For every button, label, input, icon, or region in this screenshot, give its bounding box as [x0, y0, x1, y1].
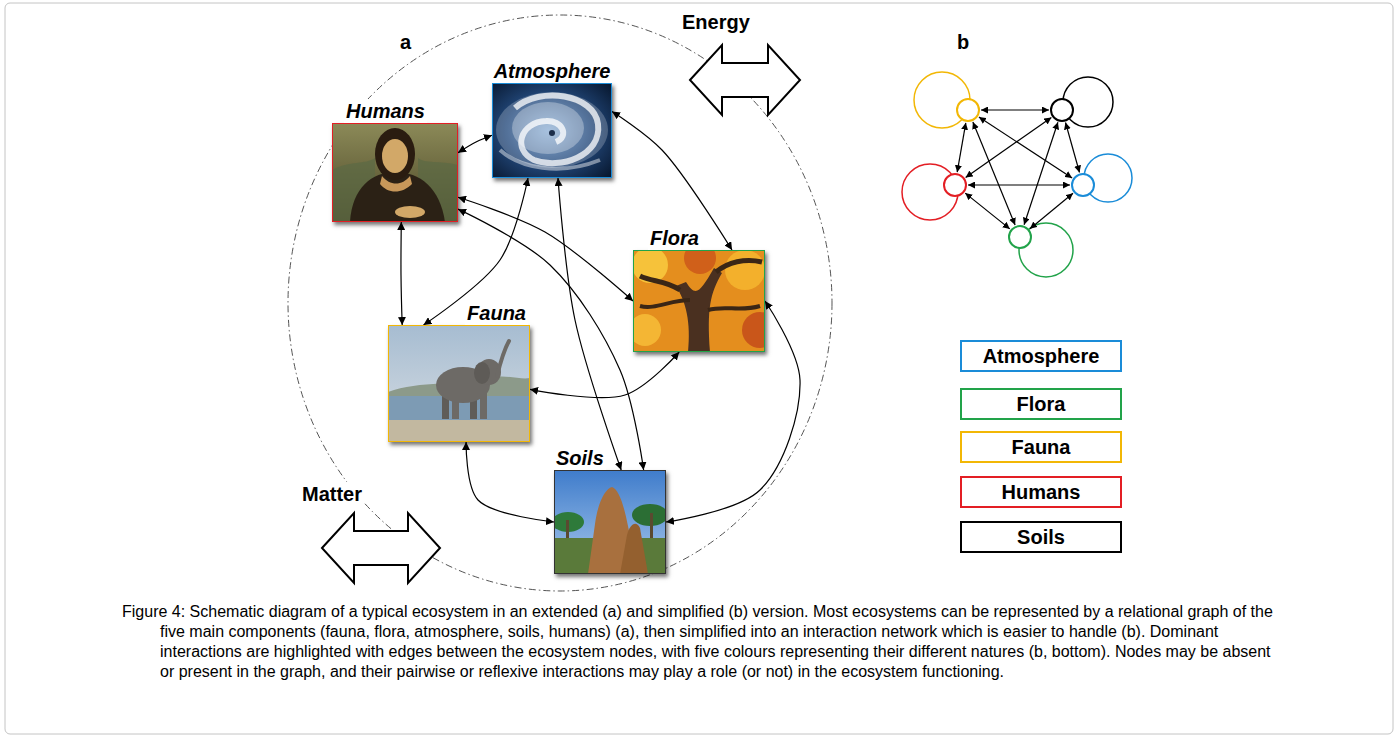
photo-frame — [633, 250, 765, 352]
interaction-network — [979, 117, 1072, 178]
humans-picture — [375, 128, 415, 180]
atmosphere-picture — [496, 92, 608, 168]
photo-frame — [554, 470, 666, 574]
flora-picture — [684, 250, 716, 274]
fauna-picture — [497, 341, 509, 376]
interaction-network — [968, 184, 1070, 185]
component-heading: Fauna — [465, 301, 528, 325]
interaction-arrow — [458, 135, 492, 152]
photo-frame — [388, 325, 530, 442]
interaction-arrow — [401, 222, 402, 325]
legend-text: Flora — [1017, 392, 1066, 416]
energy-double-arrow — [690, 45, 800, 115]
humans-picture — [332, 123, 458, 222]
component-heading: Humans — [344, 99, 427, 123]
photo-frame — [332, 123, 458, 222]
interaction-arrow — [424, 178, 528, 325]
interaction-arrow — [458, 209, 644, 470]
component-node: Humans — [332, 99, 458, 222]
flora-picture — [716, 260, 762, 272]
component-node: Soils — [554, 446, 666, 574]
interaction-network — [944, 174, 966, 196]
interaction-arrow — [458, 197, 633, 301]
soils-picture — [554, 470, 666, 574]
fauna-picture — [388, 325, 530, 442]
fauna-picture — [388, 420, 530, 442]
interaction-arrow — [666, 301, 800, 522]
legend-swatch-box: Flora — [960, 388, 1122, 420]
humans-picture — [382, 139, 408, 173]
component-node: Fauna — [388, 301, 530, 442]
fauna-picture — [388, 325, 530, 442]
flora-picture — [708, 306, 760, 310]
interaction-network — [957, 110, 1079, 229]
soils-picture — [620, 524, 648, 574]
interaction-network — [973, 122, 1015, 225]
figure-caption: Figure 4: Schematic diagram of a typical… — [122, 602, 1284, 682]
flora-picture — [640, 276, 680, 290]
flora-picture — [725, 250, 765, 290]
atmosphere-picture — [515, 95, 598, 163]
ecosystem-boundary — [288, 15, 832, 591]
component-heading: Soils — [554, 446, 606, 470]
interaction-network — [1072, 174, 1094, 196]
interaction-arrow — [530, 352, 679, 398]
flora-picture — [742, 312, 765, 348]
fauna-picture — [474, 362, 490, 384]
component-node: Flora — [633, 226, 765, 352]
legend-text: Soils — [1017, 525, 1065, 549]
legend-swatch-box: Fauna — [960, 431, 1122, 463]
flow-label: Matter — [300, 482, 364, 506]
interaction-arrow — [558, 178, 621, 470]
legend-swatch-box: Humans — [960, 476, 1122, 508]
atmosphere-picture — [500, 150, 600, 169]
interaction-network — [1051, 99, 1073, 121]
interaction-arrow — [466, 442, 554, 522]
legend-text: Humans — [1002, 480, 1081, 504]
figure-frame — [5, 3, 1393, 734]
interaction-arrow — [612, 112, 732, 251]
flora-picture — [633, 314, 661, 346]
atmosphere-picture — [492, 83, 612, 178]
humans-picture — [395, 206, 425, 218]
component-node: Atmosphere — [491, 59, 614, 178]
atmosphere-picture — [549, 130, 555, 136]
flora-picture — [633, 250, 765, 352]
matter-double-arrow — [322, 513, 440, 583]
component-heading: Flora — [648, 226, 701, 250]
flow-label: Energy — [680, 10, 752, 34]
legend-text: Atmosphere — [983, 344, 1100, 368]
interaction-network — [1009, 226, 1031, 248]
soils-picture — [632, 504, 666, 526]
component-heading: Atmosphere — [492, 59, 613, 83]
interaction-network — [981, 109, 1049, 110]
legend-swatch-box: Soils — [960, 521, 1122, 553]
interaction-network — [966, 118, 1052, 178]
interaction-network — [957, 123, 966, 172]
panel-letter: a — [398, 30, 413, 54]
interaction-network — [965, 193, 1010, 229]
interaction-network — [1066, 123, 1080, 173]
interaction-network — [957, 99, 979, 121]
flora-picture — [640, 300, 690, 307]
interaction-network — [1030, 193, 1073, 228]
legend-swatch-box: Atmosphere — [960, 340, 1122, 372]
photo-frame — [492, 83, 612, 178]
panel-letter: b — [955, 30, 971, 54]
legend-text: Fauna — [1012, 435, 1071, 459]
interaction-network — [902, 72, 1132, 277]
humans-picture — [332, 123, 458, 222]
humans-picture — [380, 176, 412, 192]
atmosphere-picture — [492, 83, 612, 178]
